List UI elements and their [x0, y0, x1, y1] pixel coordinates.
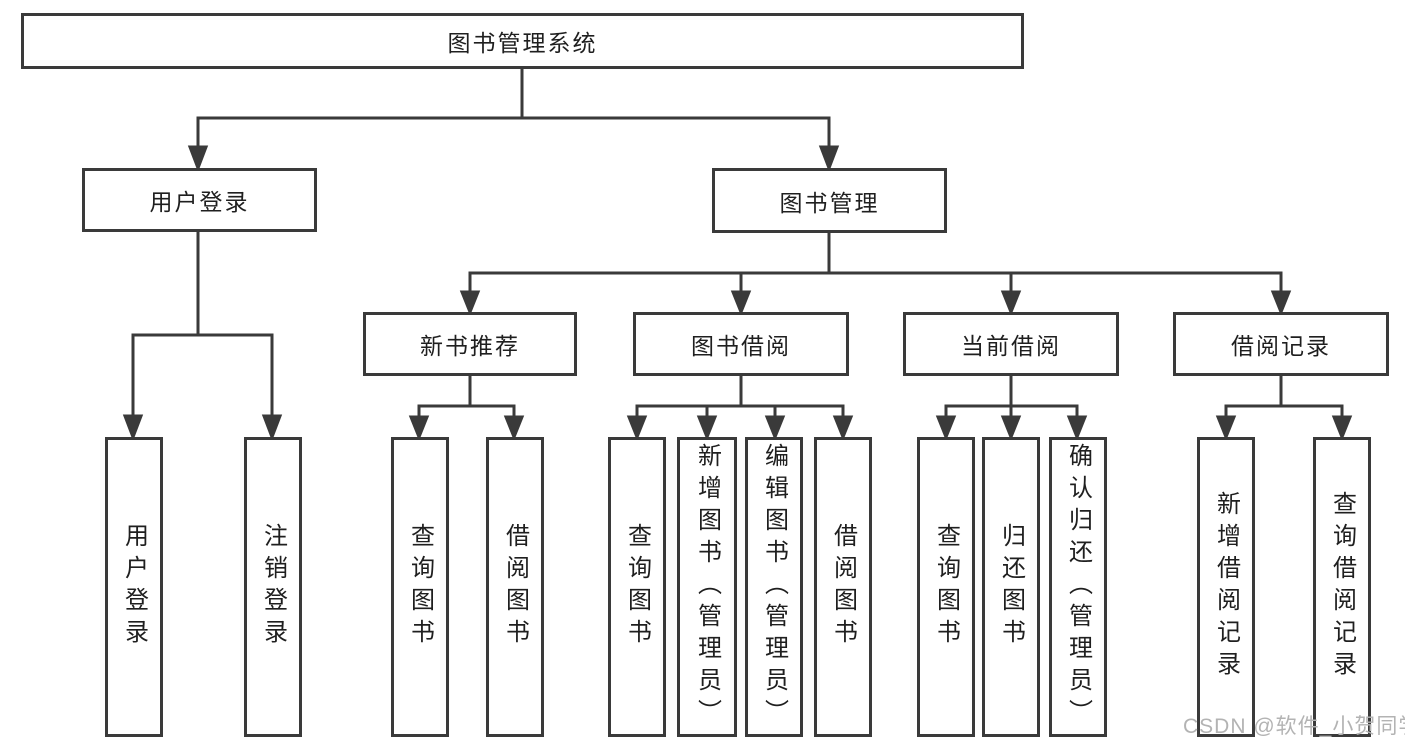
leaf-logout: 注销登录 — [244, 437, 302, 737]
leaf-borrow-books: 借阅图书 — [814, 437, 872, 737]
arrowhead-down-icon — [832, 415, 854, 442]
node-new-book-recommend: 新书推荐 — [363, 312, 577, 376]
node-root-system: 图书管理系统 — [21, 13, 1024, 69]
connector-borrow-records-split — [1215, 376, 1353, 442]
leaf-return-book: 归还图书 — [982, 437, 1040, 737]
arrowhead-down-icon — [696, 415, 718, 442]
leaf-confirm-return-admin: 确认归还（管理员） — [1049, 437, 1107, 737]
leaf-query-books-recommend: 查询图书 — [391, 437, 449, 737]
arrowhead-down-icon — [1215, 415, 1237, 442]
arrowhead-down-icon — [122, 414, 144, 442]
arrowhead-down-icon — [1000, 290, 1022, 317]
arrowhead-down-icon — [1000, 415, 1022, 442]
arrowhead-down-icon — [764, 415, 786, 442]
arrowhead-down-icon — [626, 415, 648, 442]
arrowhead-down-icon — [818, 145, 840, 173]
arrowhead-down-icon — [730, 290, 752, 317]
connector-user-login-split — [122, 232, 283, 442]
node-borrow-records: 借阅记录 — [1173, 312, 1389, 376]
arrowhead-down-icon — [408, 415, 430, 442]
leaf-query-books-current: 查询图书 — [917, 437, 975, 737]
arrowhead-down-icon — [1066, 415, 1088, 442]
leaf-add-borrow-record: 新增借阅记录 — [1197, 437, 1255, 737]
arrowhead-down-icon — [503, 415, 525, 442]
leaf-user-login: 用户登录 — [105, 437, 163, 737]
node-book-management: 图书管理 — [712, 168, 947, 233]
csdn-watermark: CSDN @软件_小贺同学 — [1183, 715, 1405, 738]
arrowhead-down-icon — [261, 414, 283, 442]
leaf-borrow-books-recommend: 借阅图书 — [486, 437, 544, 737]
node-user-login: 用户登录 — [82, 168, 317, 232]
arrowhead-down-icon — [1331, 415, 1353, 442]
leaf-add-book-admin: 新增图书（管理员） — [677, 437, 737, 737]
connector-new-book-split — [408, 376, 525, 442]
leaf-edit-book-admin: 编辑图书（管理员） — [745, 437, 803, 737]
arrowhead-down-icon — [187, 145, 209, 173]
arrowhead-down-icon — [1270, 290, 1292, 317]
leaf-query-borrow-record: 查询借阅记录 — [1313, 437, 1371, 737]
connector-root-split — [187, 69, 840, 173]
node-book-borrow: 图书借阅 — [633, 312, 849, 376]
arrowhead-down-icon — [935, 415, 957, 442]
connector-book-borrow-split — [626, 376, 854, 442]
node-current-borrow: 当前借阅 — [903, 312, 1119, 376]
connector-book-management-split — [459, 233, 1292, 317]
connector-current-borrow-split — [935, 376, 1088, 442]
arrowhead-down-icon — [459, 290, 481, 317]
leaf-query-books-borrow: 查询图书 — [608, 437, 666, 737]
